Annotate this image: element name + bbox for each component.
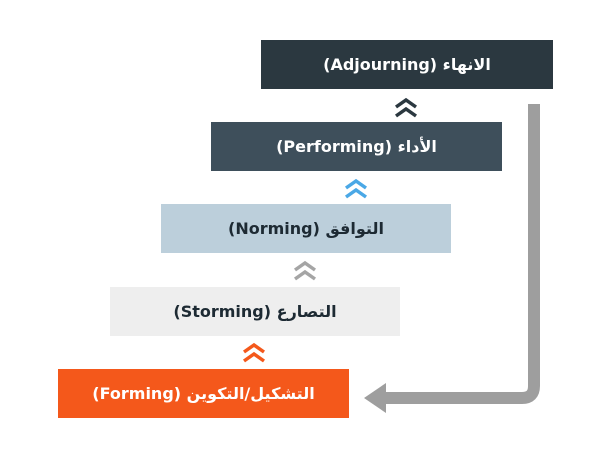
double-chevron-up-icon bbox=[293, 260, 317, 281]
stage-performing-label: الأداء (Performing) bbox=[276, 137, 437, 156]
stage-norming: التوافق (Norming) bbox=[161, 204, 451, 253]
stage-performing: الأداء (Performing) bbox=[211, 122, 502, 171]
double-chevron-up-icon bbox=[242, 342, 266, 363]
stage-storming: التصارع (Storming) bbox=[110, 287, 400, 336]
stage-adjourning-label: الانهاء (Adjourning) bbox=[323, 55, 491, 74]
stage-forming: التشكيل/التكوين (Forming) bbox=[58, 369, 349, 418]
double-chevron-up-icon bbox=[344, 178, 368, 199]
stage-forming-label: التشكيل/التكوين (Forming) bbox=[92, 384, 315, 403]
double-chevron-up-icon bbox=[394, 97, 418, 118]
stage-adjourning: الانهاء (Adjourning) bbox=[261, 40, 553, 89]
stage-norming-label: التوافق (Norming) bbox=[228, 219, 384, 238]
stage-storming-label: التصارع (Storming) bbox=[173, 302, 337, 321]
